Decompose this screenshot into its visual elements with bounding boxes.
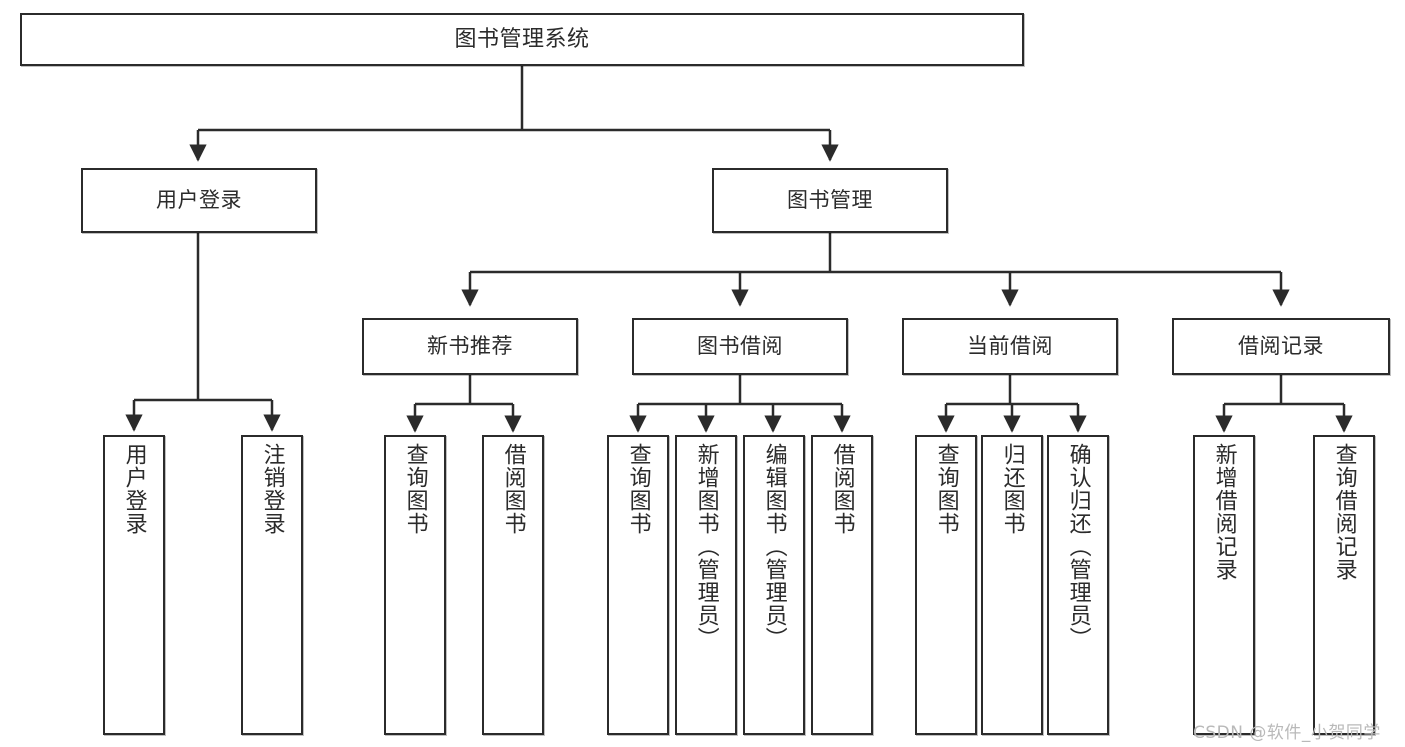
leaf-borrow-borrow-book[interactable]: 借阅图书	[811, 435, 873, 735]
leaf-new-book-borrow[interactable]: 借阅图书	[482, 435, 544, 735]
leaf-label: 新增借阅记录	[1211, 443, 1237, 581]
leaf-record-query-record[interactable]: 查询借阅记录	[1313, 435, 1375, 735]
node-user-login[interactable]: 用户登录	[81, 168, 317, 233]
leaf-label: 查询图书	[933, 443, 959, 535]
leaf-label: 编辑图书（管理员）	[761, 443, 787, 650]
node-book-management[interactable]: 图书管理	[712, 168, 948, 233]
node-current-borrow[interactable]: 当前借阅	[902, 318, 1118, 375]
leaf-current-query-book[interactable]: 查询图书	[915, 435, 977, 735]
node-root-system[interactable]: 图书管理系统	[20, 13, 1024, 66]
leaf-borrow-query-book[interactable]: 查询图书	[607, 435, 669, 735]
leaf-new-book-query[interactable]: 查询图书	[384, 435, 446, 735]
leaf-label: 查询图书	[402, 443, 428, 535]
leaf-current-return-book[interactable]: 归还图书	[981, 435, 1043, 735]
leaf-label: 查询图书	[625, 443, 651, 535]
leaf-label: 借阅图书	[500, 443, 526, 535]
node-book-borrow[interactable]: 图书借阅	[632, 318, 848, 375]
watermark-text: CSDN @软件_小贺同学	[1193, 723, 1381, 743]
leaf-borrow-add-book-admin[interactable]: 新增图书（管理员）	[675, 435, 737, 735]
leaf-label: 用户登录	[121, 443, 147, 535]
node-new-book-recommend[interactable]: 新书推荐	[362, 318, 578, 375]
leaf-record-add-record[interactable]: 新增借阅记录	[1193, 435, 1255, 735]
leaf-label: 归还图书	[999, 443, 1025, 535]
leaf-current-confirm-return-admin[interactable]: 确认归还（管理员）	[1047, 435, 1109, 735]
leaf-label: 借阅图书	[829, 443, 855, 535]
leaf-label: 查询借阅记录	[1331, 443, 1357, 581]
node-label: 图书管理系统	[454, 26, 590, 52]
node-label: 图书管理	[787, 188, 873, 213]
node-label: 当前借阅	[967, 334, 1053, 359]
node-label: 新书推荐	[427, 334, 513, 359]
leaf-label: 新增图书（管理员）	[693, 443, 719, 650]
node-label: 用户登录	[156, 188, 242, 213]
node-borrow-record[interactable]: 借阅记录	[1172, 318, 1390, 375]
leaf-user-login-logout[interactable]: 注销登录	[241, 435, 303, 735]
leaf-label: 确认归还（管理员）	[1065, 443, 1091, 650]
leaf-user-login-login[interactable]: 用户登录	[103, 435, 165, 735]
leaf-borrow-edit-book-admin[interactable]: 编辑图书（管理员）	[743, 435, 805, 735]
node-label: 借阅记录	[1238, 334, 1324, 359]
leaf-label: 注销登录	[259, 443, 285, 535]
node-label: 图书借阅	[697, 334, 783, 359]
